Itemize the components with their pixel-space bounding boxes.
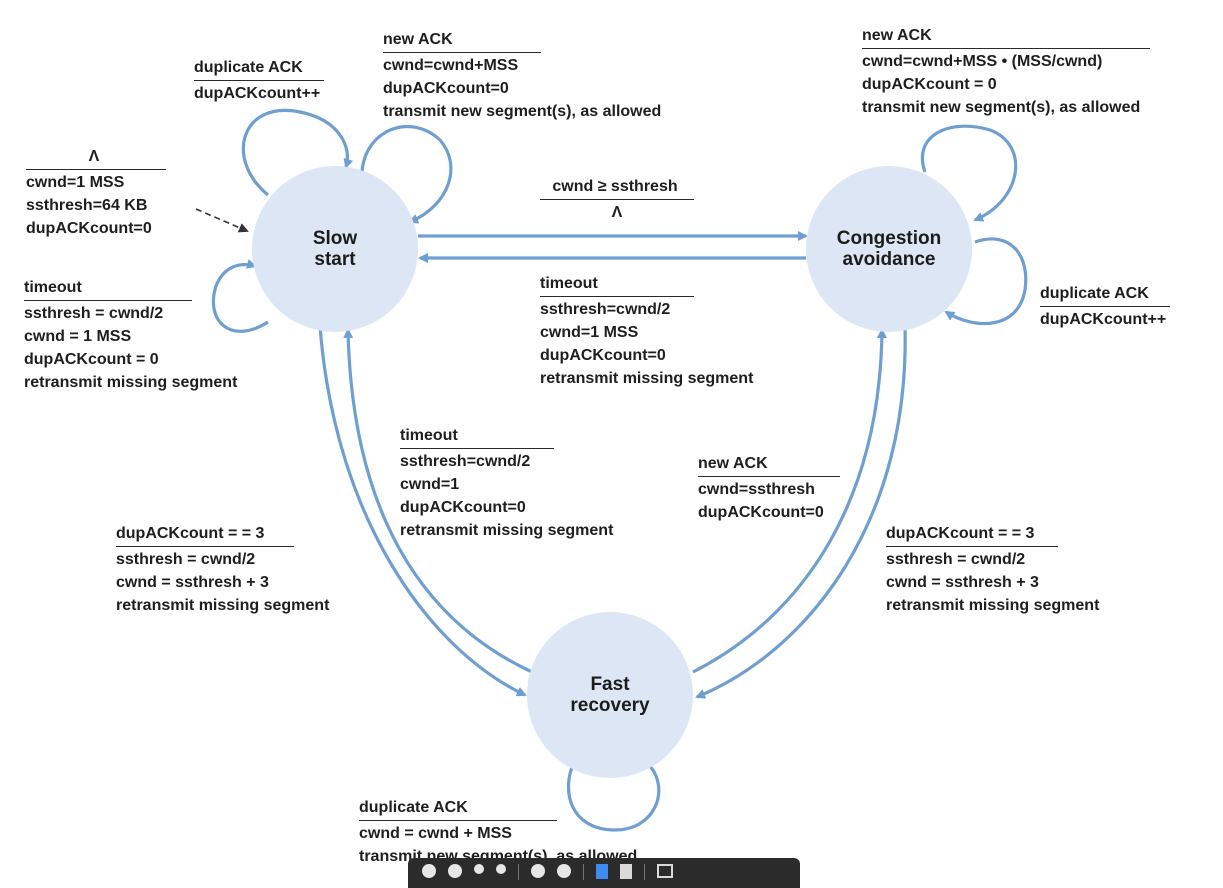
action: transmit new segment(s), as allowed (862, 99, 1141, 116)
action: ssthresh=cwnd/2 (400, 453, 531, 470)
label-ca-to-fr-dup3: dupACKcount = = 3 ssthresh = cwnd/2 cwnd… (886, 522, 1099, 617)
rotate-left-icon[interactable] (422, 864, 436, 878)
label-ca-to-ss-timeout: timeout ssthresh=cwnd/2 cwnd=1 MSS dupAC… (540, 272, 753, 390)
toolbar-divider (583, 864, 584, 880)
action: cwnd = 1 MSS (24, 328, 132, 345)
action: cwnd=1 MSS (540, 324, 639, 341)
fr-to-ca-arrow (692, 328, 887, 674)
action: dupACKcount = 0 (24, 351, 159, 368)
action: ssthresh = cwnd/2 (886, 551, 1026, 568)
action: dupACKcount++ (1040, 311, 1167, 328)
action: dupACKcount=0 (540, 347, 666, 364)
action: retransmit missing segment (116, 597, 330, 614)
label-ss-timeout: timeout ssthresh = cwnd/2 cwnd = 1 MSS d… (24, 276, 237, 394)
doc-icon[interactable] (620, 864, 632, 879)
action: ssthresh=64 KB (26, 197, 148, 214)
ss-dup-ack-loop (241, 108, 354, 197)
action: ssthresh = cwnd/2 (116, 551, 256, 568)
label-ca-new-ack: new ACK cwnd=cwnd+MSS • (MSS/cwnd) dupAC… (862, 24, 1150, 119)
event: timeout (400, 427, 458, 444)
fr-to-ss-arrow (343, 328, 533, 674)
event: dupACKcount = = 3 (886, 525, 1035, 542)
action: cwnd = ssthresh + 3 (886, 574, 1039, 591)
rotate-right-icon[interactable] (448, 864, 462, 878)
zoom-in-icon[interactable] (557, 864, 571, 878)
next-icon[interactable] (496, 864, 506, 874)
action: dupACKcount++ (194, 85, 321, 102)
grid-icon[interactable] (657, 864, 673, 878)
label-ss-to-fr-dup3: dupACKcount = = 3 ssthresh = cwnd/2 cwnd… (116, 522, 329, 617)
event: duplicate ACK (194, 59, 303, 76)
toolbar-divider (518, 864, 519, 880)
action: retransmit missing segment (540, 370, 754, 387)
label-fr-to-ca-new-ack: new ACK cwnd=ssthresh dupACKcount=0 (698, 452, 840, 524)
fr-dup-ack-loop (566, 758, 661, 832)
label-fr-to-ss-timeout: timeout ssthresh=cwnd/2 cwnd=1 dupACKcou… (400, 424, 613, 542)
viewer-toolbar (408, 858, 800, 888)
label-ss-dup-ack: duplicate ACK dupACKcount++ (194, 56, 324, 105)
event: Λ (88, 148, 100, 165)
state-label: Fast (590, 674, 630, 695)
label-ss-to-ca: cwnd ≥ ssthresh Λ (540, 175, 694, 224)
action: retransmit missing segment (400, 522, 614, 539)
blue-doc-icon[interactable] (596, 864, 608, 879)
action: cwnd=1 (400, 476, 460, 493)
action: retransmit missing segment (24, 374, 238, 391)
action: Λ (611, 204, 623, 221)
state-label: recovery (570, 695, 650, 716)
event: cwnd ≥ ssthresh (552, 178, 678, 195)
state-label: start (314, 249, 356, 270)
toolbar-divider (644, 864, 645, 880)
action: cwnd = ssthresh + 3 (116, 574, 269, 591)
action: dupACKcount=0 (383, 80, 509, 97)
ca-to-fr-arrow (695, 325, 907, 699)
event: timeout (540, 275, 598, 292)
action: cwnd=cwnd+MSS (383, 57, 519, 74)
ca-new-ack-loop (920, 124, 1018, 222)
event: duplicate ACK (359, 799, 468, 816)
action: dupACKcount=0 (400, 499, 526, 516)
ss-timeout-loop (211, 259, 269, 333)
event: new ACK (698, 455, 768, 472)
action: cwnd = cwnd + MSS (359, 825, 512, 842)
action: ssthresh=cwnd/2 (540, 301, 671, 318)
action: ssthresh = cwnd/2 (24, 305, 164, 322)
ss-to-fr-arrow (318, 325, 527, 697)
label-ca-dup-ack: duplicate ACK dupACKcount++ (1040, 282, 1170, 331)
action: dupACKcount = 0 (862, 76, 997, 93)
event: dupACKcount = = 3 (116, 525, 265, 542)
event: duplicate ACK (1040, 285, 1149, 302)
ss-new-ack-loop (360, 124, 453, 224)
zoom-out-icon[interactable] (531, 864, 545, 878)
label-init: Λ cwnd=1 MSS ssthresh=64 KB dupACKcount=… (26, 145, 166, 240)
action: dupACKcount=0 (698, 504, 824, 521)
action: cwnd=cwnd+MSS • (MSS/cwnd) (862, 53, 1103, 70)
event: new ACK (383, 31, 453, 48)
state-label: Congestion (836, 228, 942, 249)
ca-dup-ack-loop (944, 237, 1028, 326)
state-label: Slow (312, 228, 358, 249)
action: retransmit missing segment (886, 597, 1100, 614)
event: new ACK (862, 27, 932, 44)
action: dupACKcount=0 (26, 220, 152, 237)
prev-icon[interactable] (474, 864, 484, 874)
action: transmit new segment(s), as allowed (383, 103, 662, 120)
state-label: avoidance (842, 249, 936, 270)
initial-arrow (195, 208, 249, 233)
label-ss-new-ack: new ACK cwnd=cwnd+MSS dupACKcount=0 tran… (383, 28, 661, 123)
action: cwnd=ssthresh (698, 481, 815, 498)
event: timeout (24, 279, 82, 296)
action: cwnd=1 MSS (26, 174, 125, 191)
